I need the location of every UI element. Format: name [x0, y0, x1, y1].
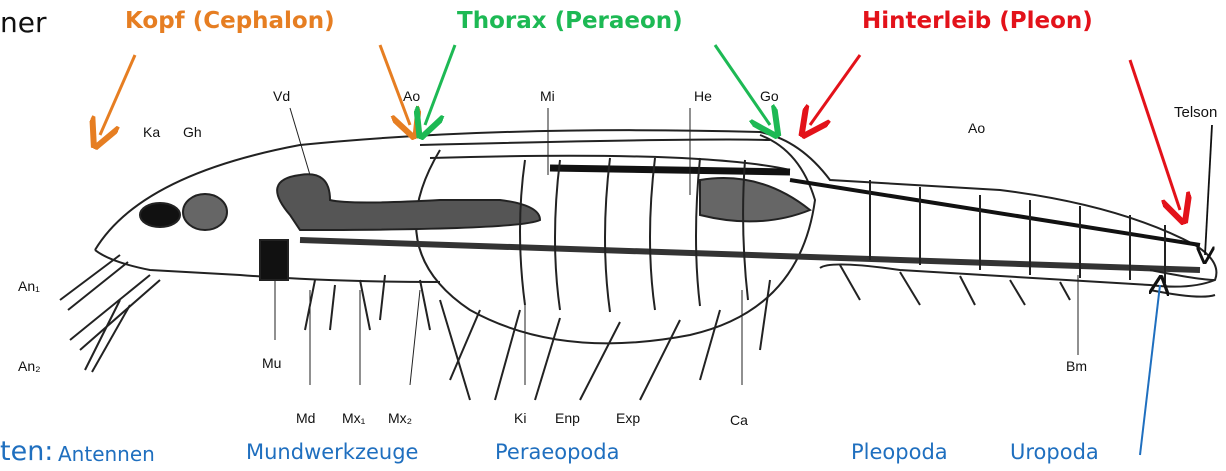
telson-arrow	[1205, 125, 1212, 255]
appendage-pleopoda: Pleopoda	[851, 440, 948, 464]
label-mu: Mu	[262, 355, 281, 371]
label-vd: Vd	[273, 88, 290, 104]
pleon-arrow-left	[810, 55, 860, 125]
inner-organs	[140, 168, 1200, 280]
label-exp: Exp	[616, 410, 640, 426]
label-ca: Ca	[730, 412, 748, 428]
partial-title-text: ner	[0, 6, 46, 39]
appendage-uropoda: Uropoda	[1010, 440, 1099, 464]
region-pleon-label: Hinterleib (Pleon)	[862, 8, 1093, 34]
head-arrow-right	[380, 45, 410, 125]
label-enp: Enp	[555, 410, 580, 426]
region-thorax-label: Thorax (Peraeon)	[457, 8, 683, 34]
label-he: He	[694, 88, 712, 104]
label-ki: Ki	[514, 410, 526, 426]
label-bm: Bm	[1066, 358, 1087, 374]
label-an2: An₂	[18, 358, 41, 374]
label-go: Go	[760, 88, 779, 104]
uropoda-arrow	[1140, 285, 1160, 455]
head-arrow-left	[100, 55, 135, 135]
appendage-antennen: Antennen	[58, 442, 155, 466]
thorax-arrow-left	[425, 45, 455, 125]
telson-label: Telson	[1174, 104, 1217, 121]
label-mi: Mi	[540, 88, 555, 104]
thorax-arrow-right	[715, 45, 770, 125]
label-ka: Ka	[143, 124, 160, 140]
label-gh: Gh	[183, 124, 202, 140]
appendage-mundwerkzeuge: Mundwerkzeuge	[246, 440, 418, 464]
region-head-label: Kopf (Cephalon)	[125, 8, 335, 34]
label-an1: An₁	[18, 278, 40, 294]
label-ao-front: Ao	[403, 88, 420, 104]
antennae	[60, 255, 160, 372]
label-mx1: Mx₁	[342, 410, 365, 426]
pleon-arrow-right	[1130, 60, 1180, 210]
label-ao-rear: Ao	[968, 120, 985, 136]
appendages-prefix: ten:	[0, 436, 53, 467]
label-mx2: Mx₂	[388, 410, 412, 426]
body-outline	[95, 130, 1216, 343]
appendage-peraeopoda: Peraeopoda	[495, 440, 619, 464]
leader-lines	[275, 108, 1078, 385]
label-md: Md	[296, 410, 315, 426]
